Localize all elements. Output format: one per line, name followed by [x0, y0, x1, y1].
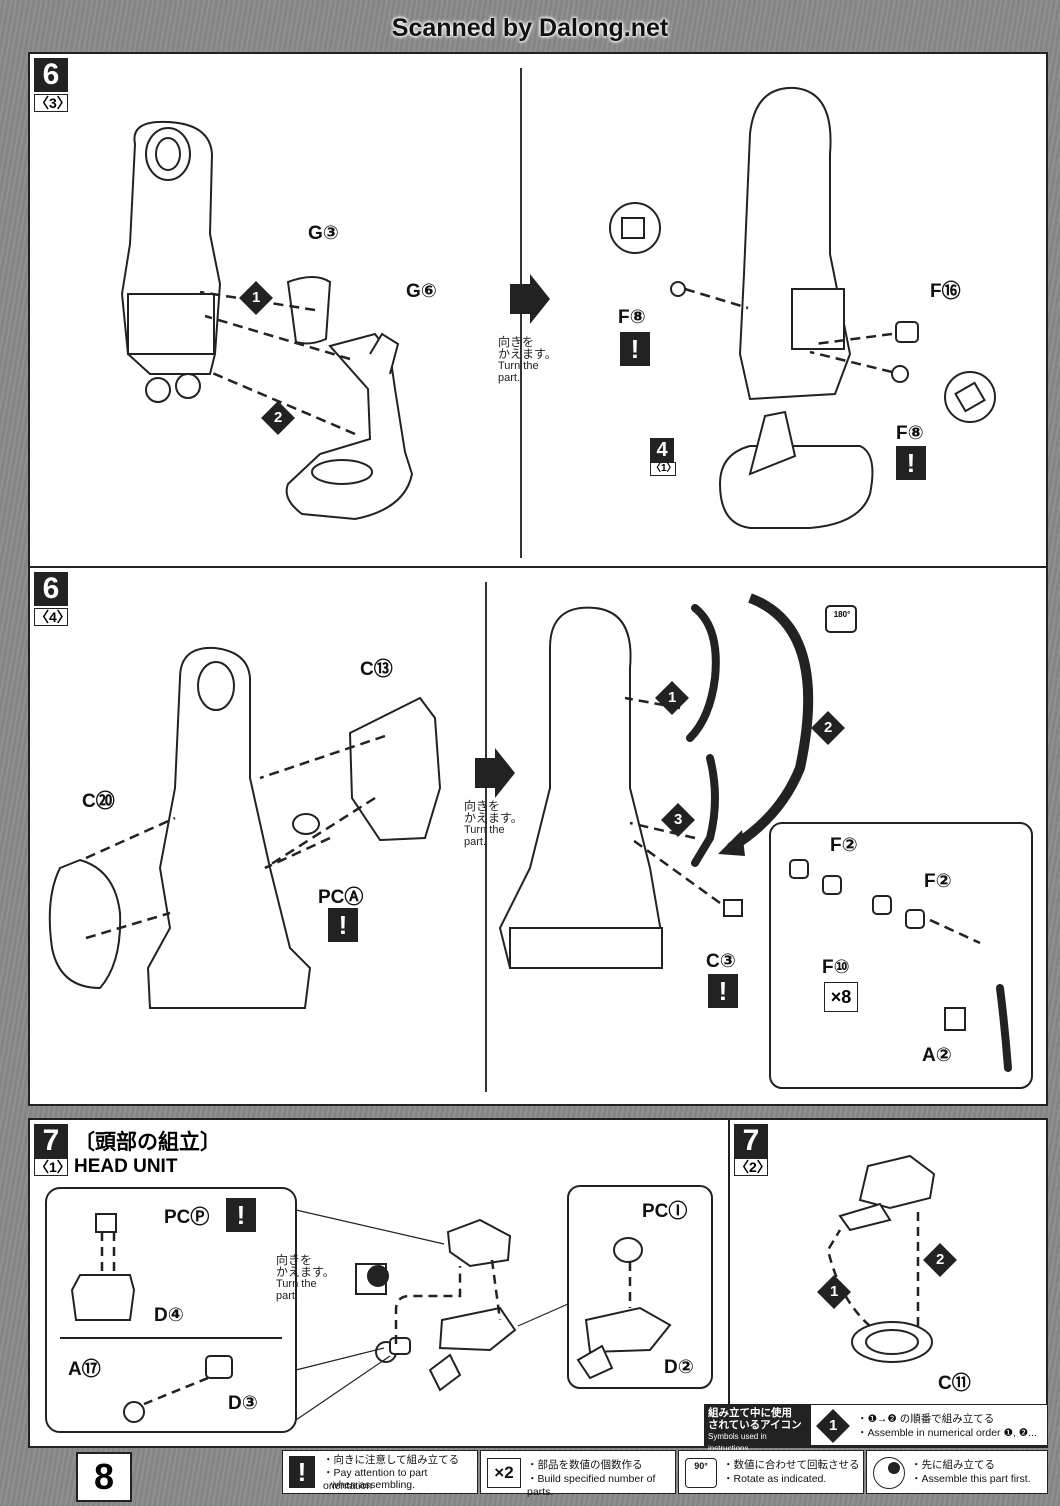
assemble-first-icon	[873, 1457, 905, 1489]
warning-icon: !	[708, 974, 738, 1008]
panel-step-7-2: 7 〈2〉 1 2 C⑪	[728, 1118, 1048, 1448]
panel-step-6-3: 6 〈3〉	[28, 52, 1048, 568]
substep-number: 〈4〉	[34, 608, 71, 626]
part-label-a17: A⑰	[68, 1359, 101, 1380]
warning-icon: !	[226, 1198, 256, 1232]
warning-icon: !	[289, 1456, 315, 1488]
legend-attention: ! ・向きに注意して組み立てる ・Pay attention to part o…	[282, 1450, 478, 1494]
legend-order: 1 ・❶→❷ の順番で組み立てる ・Assemble in numerical …	[810, 1404, 1048, 1446]
part-label-d4: D④	[154, 1305, 184, 1326]
substep-number: 〈1〉	[34, 1158, 71, 1176]
part-label-a2: A②	[922, 1045, 952, 1066]
legend-first: ・先に組み立てる ・Assemble this part first.	[866, 1450, 1048, 1494]
part-label-c3: C③	[706, 951, 736, 972]
panel-step-6-4: 6 〈4〉	[28, 566, 1048, 1106]
warning-icon: !	[896, 446, 926, 480]
part-label-f2: F②	[924, 871, 952, 892]
page-number: 8	[76, 1452, 132, 1502]
section-title-en: HEAD UNIT	[74, 1156, 178, 1177]
substep-number: 〈2〉	[734, 1158, 771, 1176]
section-title-jp: 〔頭部の組立〕	[74, 1131, 221, 1154]
part-label-f16: F⑯	[930, 281, 961, 302]
assembly-illustration-7-2	[826, 1154, 936, 1363]
part-label-d3: D③	[228, 1393, 258, 1414]
legend-count: ×2 ・部品を数値の個数作る ・Build specified number o…	[480, 1450, 676, 1498]
part-label-c21: C⑳	[82, 791, 115, 812]
part-label-f10: F⑩	[822, 957, 850, 978]
quantity-multiplier: ×8	[824, 982, 858, 1012]
watermark: Scanned by Dalong.net	[391, 14, 669, 42]
part-label-c13: C⑬	[360, 659, 393, 680]
step-number: 6	[34, 58, 68, 92]
part-label-f2: F②	[830, 835, 858, 856]
part-label-pci: PCⒾ	[642, 1201, 688, 1222]
assembly-illustration-6-4	[48, 593, 1033, 1089]
legend-rotate: 90° ・数値に合わせて回転させる ・Rotate as indicated.	[678, 1450, 864, 1494]
panel-divider	[485, 582, 487, 1092]
step-number: 7	[34, 1124, 68, 1158]
rotate-180-icon: 180°	[833, 610, 851, 619]
part-label-pca: PCⒶ	[318, 887, 364, 908]
turn-part-note: 向きを かえます。 Turn the part.	[276, 1253, 335, 1302]
warning-icon: !	[328, 908, 358, 942]
order-icon: 1	[816, 1409, 850, 1443]
legend-header: 組み立て中に使用 されているアイコン Symbols used in instr…	[704, 1404, 810, 1453]
reference-substep: 〈1〉	[650, 462, 677, 476]
panel-step-7-1: 7 〈1〉 〔頭部の組立〕 HEAD UNIT	[28, 1118, 730, 1448]
part-label-f8: F⑧	[618, 307, 646, 328]
part-label-c11: C⑪	[938, 1373, 971, 1394]
turn-part-note: 向きを かえます。 Turn the part.	[498, 335, 557, 384]
step-number: 6	[34, 572, 68, 606]
turn-part-note: 向きを かえます。 Turn the part.	[464, 799, 523, 848]
part-label-g6: G⑥	[406, 281, 437, 302]
rotate-icon: 90°	[685, 1458, 717, 1488]
assembly-illustration-6-3	[120, 86, 996, 529]
reference-step-number: 4	[650, 438, 674, 462]
warning-icon: !	[620, 332, 650, 366]
part-label-f8: F⑧	[896, 423, 924, 444]
part-label-pcp: PCⓅ	[164, 1207, 210, 1228]
step-number: 7	[734, 1124, 768, 1158]
substep-number: 〈3〉	[34, 94, 71, 112]
multiplier-icon: ×2	[487, 1458, 521, 1488]
assembly-illustration-7-1	[45, 1185, 713, 1433]
part-label-g3: G③	[308, 223, 339, 244]
part-label-d2: D②	[664, 1357, 694, 1378]
